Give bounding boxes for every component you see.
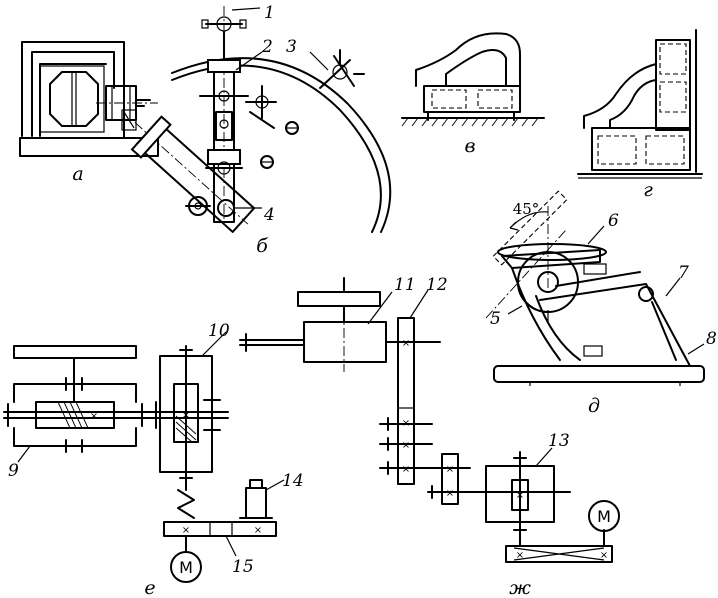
figure-e: × × × × М 10 9 bbox=[3, 321, 304, 598]
label-6: 6 bbox=[608, 211, 619, 231]
bearing-e1: × bbox=[90, 411, 98, 422]
bearing-zh3: × bbox=[402, 440, 410, 451]
label-7: 7 bbox=[678, 263, 689, 283]
bearing-zh4: × bbox=[402, 464, 410, 475]
bearing-zh8: × bbox=[516, 550, 524, 561]
label-13: 13 bbox=[548, 431, 570, 451]
bearing-zh6: × bbox=[446, 488, 454, 499]
angle-45: 45° bbox=[513, 200, 540, 218]
caption-zh: ж bbox=[509, 577, 531, 598]
label-14: 14 bbox=[282, 471, 304, 491]
figure-a: а bbox=[19, 41, 159, 185]
caption-d: д bbox=[588, 395, 600, 417]
label-9: 9 bbox=[8, 461, 19, 481]
caption-g: г bbox=[643, 179, 653, 201]
label-4: 4 bbox=[263, 205, 275, 225]
figure-g: г bbox=[577, 29, 703, 201]
bearing-zh1: × bbox=[402, 338, 410, 349]
motor-e: М bbox=[179, 558, 193, 577]
bearing-zh9: × bbox=[600, 550, 608, 561]
figure-v: в bbox=[401, 32, 545, 157]
figure-zh: × × × × × × × × × М 11 12 13 ж bbox=[239, 275, 620, 598]
label-2: 2 bbox=[261, 37, 273, 57]
bearing-zh7: × bbox=[516, 490, 524, 501]
figure-d: 45° 6 7 8 5 д bbox=[485, 190, 717, 417]
label-3: 3 bbox=[286, 37, 297, 57]
label-15: 15 bbox=[232, 557, 254, 577]
motor-zh: М bbox=[597, 507, 611, 526]
label-5: 5 bbox=[490, 309, 501, 329]
caption-a: а bbox=[72, 163, 83, 185]
caption-b: б bbox=[256, 235, 268, 257]
bearing-e3: × bbox=[182, 525, 190, 536]
label-12: 12 bbox=[426, 275, 448, 295]
label-11: 11 bbox=[394, 275, 416, 295]
label-10: 10 bbox=[208, 321, 230, 341]
label-8: 8 bbox=[706, 329, 717, 349]
bearing-e2: × bbox=[182, 410, 190, 421]
bearing-e4: × bbox=[254, 525, 262, 536]
caption-v: в bbox=[464, 135, 475, 157]
figure-b: 1 2 3 4 б bbox=[130, 3, 392, 257]
bearing-zh5: × bbox=[446, 464, 454, 475]
caption-e: е bbox=[144, 577, 155, 598]
label-1: 1 bbox=[264, 3, 275, 23]
